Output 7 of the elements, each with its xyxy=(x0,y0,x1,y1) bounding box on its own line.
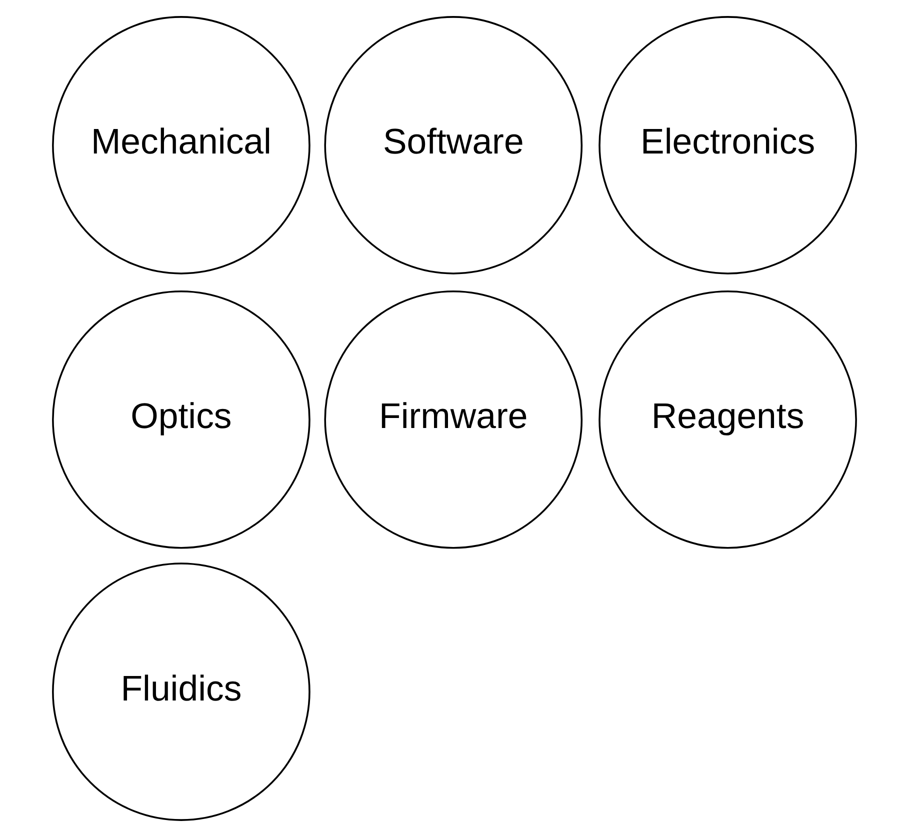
node-circle: Electronics xyxy=(598,16,856,274)
node-circle: Firmware xyxy=(324,290,582,549)
node-circle: Software xyxy=(324,16,582,274)
node-circle: Fluidics xyxy=(52,562,310,821)
node-circle: Optics xyxy=(52,290,310,549)
node-circle: Mechanical xyxy=(52,16,310,274)
node-circle: Reagents xyxy=(598,290,856,549)
